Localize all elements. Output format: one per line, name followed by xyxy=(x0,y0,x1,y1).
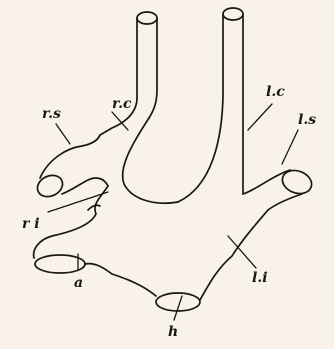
label-h: h xyxy=(168,324,178,340)
lower-left-wall xyxy=(85,264,156,296)
left-carotid-opening xyxy=(223,8,243,20)
label-a: a xyxy=(74,275,83,291)
right-subclavian-lower-wall xyxy=(62,178,108,194)
right-subclavian-upper-wall xyxy=(40,135,100,178)
label-ri: r i xyxy=(22,216,40,232)
left-subclavian-lower-wall xyxy=(268,194,302,210)
ridge-line xyxy=(88,205,100,210)
right-carotid-outer-wall xyxy=(100,18,137,135)
lower-right-wall xyxy=(200,210,268,300)
leader-lc xyxy=(248,104,272,130)
leader-ls xyxy=(282,130,298,164)
right-carotid-opening xyxy=(137,12,157,24)
label-lc: l.c xyxy=(266,84,285,100)
leader-h xyxy=(174,296,182,320)
right-carotid-inner-wall xyxy=(149,18,157,118)
right-subclavian-opening xyxy=(34,171,66,200)
leader-ri xyxy=(48,192,108,212)
left-subclavian-opening xyxy=(279,167,315,198)
label-li: l.i xyxy=(252,270,268,286)
left-carotid-inner-wall xyxy=(178,14,223,202)
inner-u-fold xyxy=(123,118,178,203)
label-ls: l.s xyxy=(298,112,316,128)
label-rs: r.s xyxy=(42,106,61,122)
leader-rs xyxy=(56,124,70,144)
label-rc: r.c xyxy=(112,96,132,112)
